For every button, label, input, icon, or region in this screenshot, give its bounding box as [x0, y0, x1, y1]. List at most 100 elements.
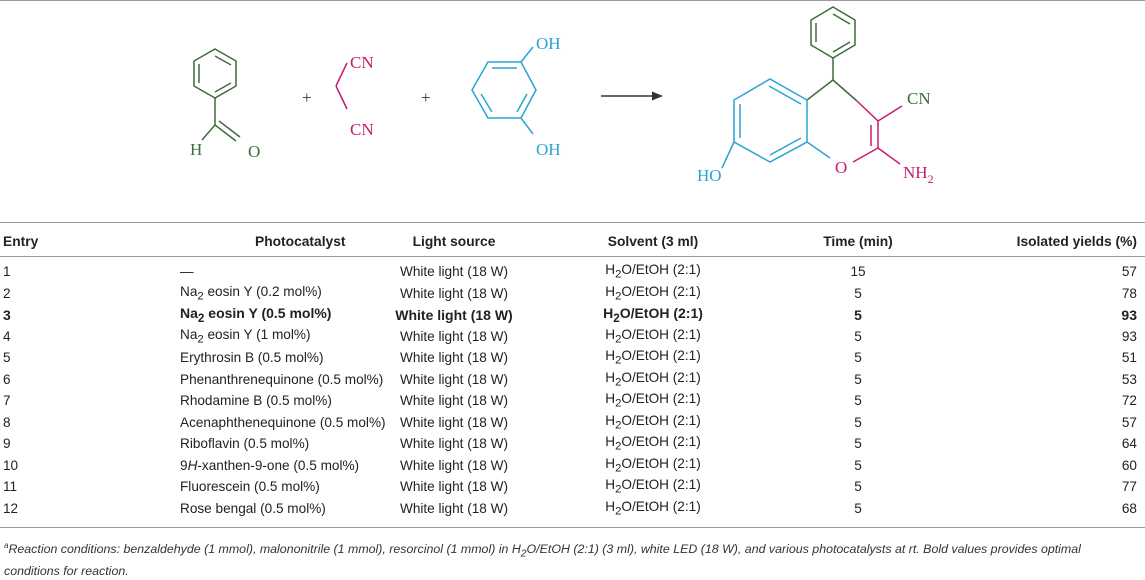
yield-value: 57 — [1121, 414, 1137, 430]
cell-solvent: H2O/EtOH (2:1) — [538, 433, 768, 455]
product-nh2-label: NH2 — [903, 163, 934, 186]
header-rule — [0, 256, 1145, 257]
benzaldehyde-o-label: O — [248, 142, 260, 161]
table-row: 7 Rhodamine B (0.5 mol%)White light (18 W… — [0, 390, 1145, 412]
time-value: 5 — [854, 500, 862, 516]
cell-photocatalyst: Fluorescein (0.5 mol%) — [70, 476, 370, 498]
light-source-text: White light (18 W) — [399, 350, 509, 366]
benzaldehyde-h-label: H — [190, 140, 202, 159]
time-value: 5 — [854, 479, 862, 495]
time-value: 5 — [854, 414, 862, 430]
resorcinol-oh-top: OH — [536, 34, 561, 53]
time-value: 5 — [854, 436, 862, 452]
cell-solvent: H2O/EtOH (2:1) — [538, 347, 768, 369]
cell-light-source: White light (18 W) — [370, 390, 538, 412]
solvent-subscript: 2 — [615, 462, 622, 475]
entry-number: 7 — [3, 393, 11, 409]
cell-solvent: H2O/EtOH (2:1) — [538, 455, 768, 477]
catalyst-text: Acenaphthenequinone (0.5 mol%) — [180, 414, 386, 430]
solvent-text-rest: O/EtOH (2:1) — [621, 498, 701, 514]
solvent-text: H — [605, 326, 616, 342]
light-source-text: White light (18 W) — [395, 306, 513, 323]
cell-entry: 10 — [0, 455, 70, 477]
entry-number: 12 — [3, 500, 19, 516]
solvent-text: H — [605, 283, 616, 299]
cell-time: 15 — [768, 254, 948, 283]
resorcinol-oh-bottom: OH — [536, 140, 561, 159]
product-structure — [721, 6, 903, 169]
cell-solvent: H2O/EtOH (2:1) — [538, 254, 768, 283]
product-o-label: O — [835, 158, 847, 177]
cell-entry: 9 — [0, 433, 70, 455]
cell-time: 5 — [768, 476, 948, 498]
solvent-subscript: 2 — [615, 269, 622, 282]
cell-light-source: White light (18 W) — [370, 254, 538, 283]
cell-photocatalyst: Na2 eosin Y (1 mol%) — [70, 326, 370, 348]
cell-solvent: H2O/EtOH (2:1) — [538, 476, 768, 498]
cell-time: 5 — [768, 498, 948, 520]
light-source-text: White light (18 W) — [399, 500, 509, 516]
solvent-text-rest: O/EtOH (2:1) — [621, 412, 701, 428]
yield-value: 77 — [1121, 479, 1137, 495]
cell-yield: 60 — [948, 455, 1145, 477]
cell-time: 5 — [768, 412, 948, 434]
cell-light-source: White light (18 W) — [370, 498, 538, 520]
solvent-text: H — [605, 412, 616, 428]
cell-time: 5 — [768, 455, 948, 477]
catalyst-text: Na — [180, 283, 198, 299]
header-time: Time (min) — [823, 233, 893, 249]
reaction-scheme: H O + CN CN + OH OH — [190, 6, 934, 186]
catalyst-text: Phenanthrenequinone (0.5 mol%) — [180, 371, 384, 387]
light-source-text: White light (18 W) — [399, 414, 509, 430]
catalyst-text: Rose bengal (0.5 mol%) — [180, 500, 326, 516]
results-table: Entry Photocatalyst Light source Solvent… — [0, 228, 1145, 519]
cell-solvent: H2O/EtOH (2:1) — [538, 390, 768, 412]
catalyst-text: Riboflavin (0.5 mol%) — [180, 436, 310, 452]
light-source-text: White light (18 W) — [399, 328, 509, 344]
cell-photocatalyst: — — [70, 254, 370, 283]
cell-entry: 1 — [0, 254, 70, 283]
footnote-subscript: 2 — [520, 548, 527, 560]
light-source-text: White light (18 W) — [399, 285, 509, 301]
malononitrile-structure — [335, 62, 348, 110]
catalyst-text: Erythrosin B (0.5 mol%) — [180, 350, 324, 366]
solvent-subscript: 2 — [615, 441, 622, 454]
cell-light-source: White light (18 W) — [370, 476, 538, 498]
cell-yield: 72 — [948, 390, 1145, 412]
cell-light-source: White light (18 W) — [370, 347, 538, 369]
cell-entry: 3 — [0, 304, 70, 326]
light-source-text: White light (18 W) — [399, 371, 509, 387]
solvent-text-rest: O/EtOH (2:1) — [621, 391, 701, 407]
yield-value: 93 — [1121, 328, 1137, 344]
cell-entry: 8 — [0, 412, 70, 434]
cell-entry: 11 — [0, 476, 70, 498]
entry-number: 11 — [3, 479, 18, 495]
solvent-subscript: 2 — [615, 333, 622, 346]
cell-yield: 57 — [948, 254, 1145, 283]
time-value: 5 — [854, 371, 862, 387]
table-row: 8 Acenaphthenequinone (0.5 mol%) White lig… — [0, 412, 1145, 434]
solvent-subscript: 2 — [615, 398, 622, 411]
cell-entry: 2 — [0, 283, 70, 305]
cell-photocatalyst: Riboflavin (0.5 mol%) — [70, 433, 370, 455]
cell-yield: 93 — [948, 326, 1145, 348]
cell-solvent: H2O/EtOH (2:1) — [538, 283, 768, 305]
solvent-text: H — [605, 477, 616, 493]
cell-entry: 7 — [0, 390, 70, 412]
catalyst-subscript: 2 — [197, 333, 204, 346]
catalyst-subscript: 2 — [197, 311, 205, 325]
header-solvent: Solvent (3 ml) — [607, 233, 699, 249]
catalyst-text-rest: eosin Y (0.5 mol%) — [204, 304, 332, 321]
catalyst-subscript: 2 — [197, 290, 204, 303]
cell-photocatalyst: Rhodamine B (0.5 mol%) — [70, 390, 370, 412]
cell-time: 5 — [768, 326, 948, 348]
cell-yield: 57 — [948, 412, 1145, 434]
cell-time: 5 — [768, 433, 948, 455]
solvent-subscript: 2 — [615, 419, 622, 432]
table-top-rule — [0, 222, 1145, 223]
cell-light-source: White light (18 W) — [370, 304, 538, 326]
solvent-subscript: 2 — [615, 484, 622, 497]
entry-number: 3 — [3, 306, 11, 323]
cell-solvent: H2O/EtOH (2:1) — [538, 326, 768, 348]
